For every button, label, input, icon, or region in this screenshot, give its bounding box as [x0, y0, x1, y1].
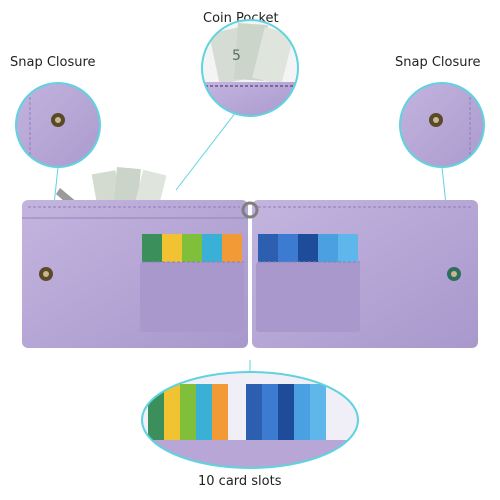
- left-card-slots: [140, 234, 244, 332]
- card-slots-label: 10 card slots: [198, 474, 282, 489]
- snap-closure-right-zoom: [399, 82, 485, 168]
- cash-bills: 5: [208, 23, 294, 85]
- svg-text:5: 5: [232, 48, 241, 64]
- right-card-slots: [256, 234, 360, 332]
- snap-closure-left-label: Snap Closure: [10, 55, 96, 70]
- snap-closure-left-zoom: [15, 82, 101, 168]
- wallet-body: [22, 167, 478, 348]
- card-slots-zoom: [141, 371, 359, 469]
- snap-closure-right-label: Snap Closure: [395, 55, 481, 70]
- coin-pocket-zoom: 5: [201, 19, 299, 117]
